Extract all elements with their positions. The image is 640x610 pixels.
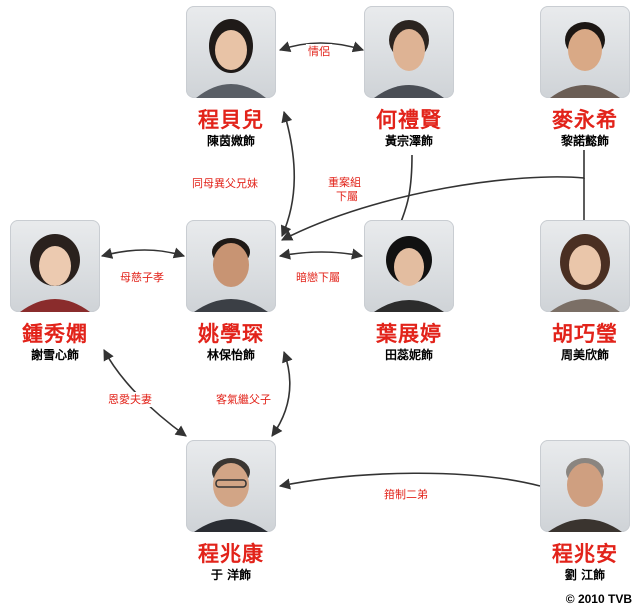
line-restrained xyxy=(278,472,541,490)
actor-name: 林保怡飾 xyxy=(206,348,255,362)
line-mother-son xyxy=(100,247,186,259)
character-name: 胡巧瑩 xyxy=(552,322,618,346)
label-restrained-brother: 箝制二弟 xyxy=(382,487,430,502)
character-name: 葉展婷 xyxy=(376,322,442,346)
character-name: 程貝兒 xyxy=(198,108,264,132)
portrait-chung-sau-han xyxy=(10,220,100,312)
actor-name: 陳茵媺飾 xyxy=(206,134,255,148)
label-serious-crimes-2: 下屬 xyxy=(334,189,360,204)
label-half-siblings: 同母異父兄妹 xyxy=(190,176,260,191)
label-lovers: 情侶 xyxy=(306,44,332,59)
line-half-siblings xyxy=(280,110,296,238)
line-ho-to-main xyxy=(399,154,413,226)
portrait-yip-chin-ting xyxy=(364,220,454,312)
portrait-cheng-pui-yi xyxy=(186,6,276,98)
character-name: 何禮賢 xyxy=(376,108,442,132)
line-secret-crush xyxy=(278,248,364,260)
actor-name: 謝雪心飾 xyxy=(30,348,79,362)
line-serious-crimes xyxy=(281,150,585,241)
character-name: 鍾秀嫻 xyxy=(22,322,88,346)
copyright-notice: © 2010 TVB xyxy=(565,592,632,606)
actor-name: 黎諾懿飾 xyxy=(560,134,609,148)
line-stepfather xyxy=(271,350,293,437)
actor-name: 周美欣飾 xyxy=(560,348,609,362)
portrait-cheng-siu-hong xyxy=(186,440,276,532)
character-name: 姚學琛 xyxy=(198,322,264,346)
label-mother-son: 母慈子孝 xyxy=(118,270,166,285)
character-name: 麥永希 xyxy=(552,108,618,132)
portrait-wu-hau-ying xyxy=(540,220,630,312)
label-loving-couple: 恩愛夫妻 xyxy=(106,392,154,407)
actor-name: 劉 江飾 xyxy=(564,568,606,582)
label-serious-crimes-1: 重案組 xyxy=(326,175,363,190)
portrait-mak-wing-hei xyxy=(540,6,630,98)
label-secret-crush: 暗戀下屬 xyxy=(294,270,342,285)
portrait-ho-lai-yin xyxy=(364,6,454,98)
label-stepfather: 客氣繼父子 xyxy=(214,392,273,407)
portrait-cheng-siu-on xyxy=(540,440,630,532)
character-name: 程兆康 xyxy=(198,542,264,566)
actor-name: 黃宗澤飾 xyxy=(384,134,433,148)
line-lovers xyxy=(278,41,365,53)
actor-name: 田蕊妮飾 xyxy=(384,348,433,362)
character-name: 程兆安 xyxy=(552,542,618,566)
actor-name: 于 洋飾 xyxy=(210,568,252,582)
portrait-yiu-hok-sam xyxy=(186,220,276,312)
